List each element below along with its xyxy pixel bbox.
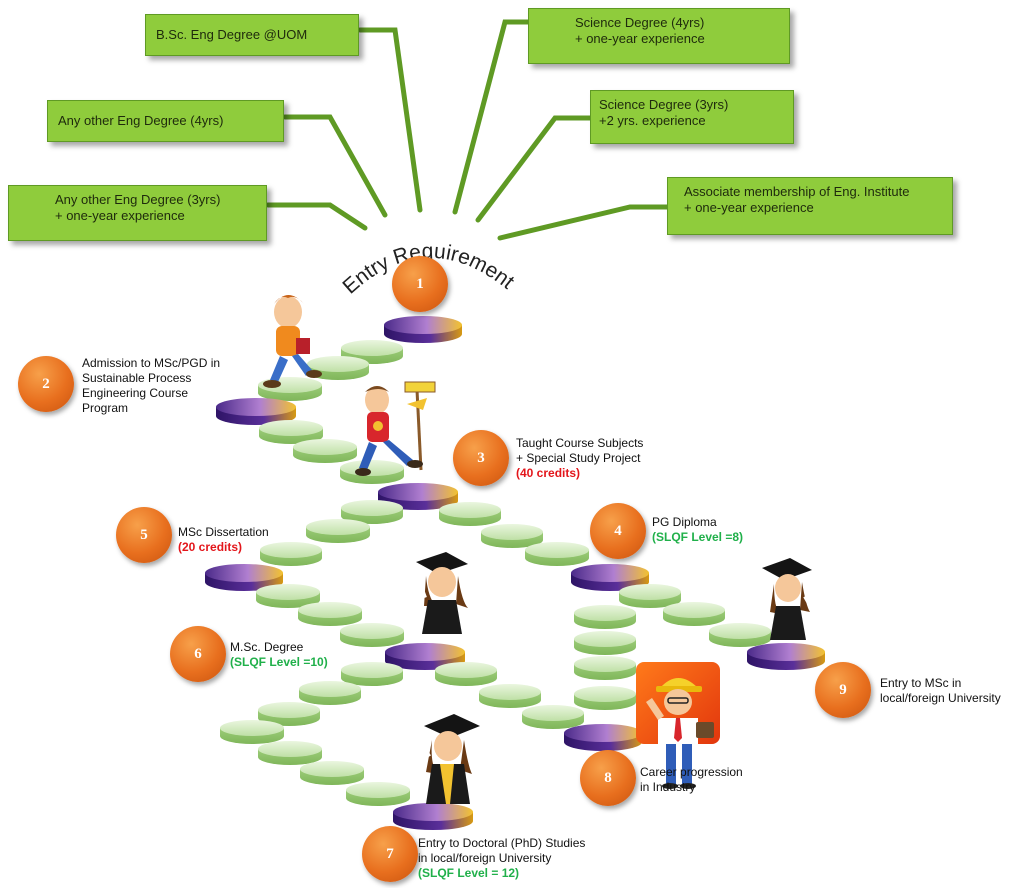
step-2-label: Admission to MSc/PGD in Sustainable Proc… [82, 356, 220, 416]
stair-step [481, 524, 543, 548]
milestone-platform [216, 398, 296, 425]
stair-step [259, 420, 323, 444]
requirement-box-associate-membership: Associate membership of Eng. Institute +… [667, 177, 953, 235]
step-4-label: PG Diploma (SLQF Level =8) [652, 515, 743, 545]
step-5-circle: 5 [116, 507, 172, 563]
stair-step [574, 656, 636, 680]
step-9-label: Entry to MSc in local/foreign University [880, 676, 1001, 706]
walking-student-icon [263, 295, 322, 388]
step-2-circle: 2 [18, 356, 74, 412]
stair-step [340, 460, 404, 484]
student-with-sign-icon [355, 381, 436, 476]
staircase [205, 316, 825, 830]
step-8-circle: 8 [580, 750, 636, 806]
graduate-icon [762, 558, 817, 640]
stair-step [479, 684, 541, 708]
stair-step [293, 439, 357, 463]
slqf-level-text: (SLQF Level = 12) [418, 866, 520, 880]
label-line: Entry to MSc in [880, 676, 962, 690]
step-6-circle: 6 [170, 626, 226, 682]
stair-step [300, 761, 364, 785]
label-line: local/foreign University [880, 691, 1001, 705]
engineer-with-helmet-icon [636, 662, 720, 789]
step-9-circle: 9 [815, 662, 871, 718]
stair-step [574, 631, 636, 655]
requirement-box-bsc-uom: B.Sc. Eng Degree @UOM [145, 14, 359, 56]
requirement-box-science-3yrs: Science Degree (3yrs) +2 yrs. experience [590, 90, 794, 144]
step-5-label: MSc Dissertation (20 credits) [178, 525, 269, 555]
stair-step [307, 356, 369, 380]
stair-step [341, 662, 403, 686]
milestone-platform [564, 724, 642, 751]
stair-step [663, 602, 725, 626]
step-1-circle: 1 [392, 256, 448, 312]
stair-step [258, 741, 322, 765]
stair-step [435, 662, 497, 686]
graduate-icon [413, 714, 480, 804]
requirement-text: Any other Eng Degree (3yrs) [55, 192, 221, 207]
stair-step [340, 623, 404, 647]
credits-text: (20 credits) [178, 540, 243, 554]
stair-step [258, 702, 320, 726]
label-line: Sustainable Process [82, 371, 192, 385]
label-line: Admission to MSc/PGD in [82, 356, 221, 370]
label-line: in local/foreign University [418, 851, 552, 865]
stair-step [299, 681, 361, 705]
stair-step [439, 502, 501, 526]
stair-step [574, 605, 636, 629]
stair-step [574, 686, 636, 710]
stair-step [341, 500, 403, 524]
requirement-subtext: + one-year experience [684, 200, 814, 215]
requirement-box-eng-4yrs: Any other Eng Degree (4yrs) [47, 100, 284, 142]
connector-lines [265, 19, 671, 241]
credits-text: (40 credits) [516, 466, 581, 480]
stair-step [256, 584, 320, 608]
slqf-level-text: (SLQF Level =8) [652, 530, 744, 544]
stair-step [346, 782, 410, 806]
step-3-label: Taught Course Subjects + Special Study P… [516, 436, 643, 481]
step-8-label: Career progression in Industry [640, 765, 743, 795]
stair-step [298, 602, 362, 626]
stair-step [260, 542, 322, 566]
label-line: Program [82, 401, 129, 415]
stair-step [522, 705, 584, 729]
step-6-label: M.Sc. Degree (SLQF Level =10) [230, 640, 328, 670]
label-line: + Special Study Project [516, 451, 641, 465]
label-line: in Industry [640, 780, 696, 794]
graduate-icon [409, 552, 468, 634]
label-line: Engineering Course [82, 386, 189, 400]
requirement-subtext: +2 yrs. experience [599, 113, 706, 128]
label-line: Entry to Doctoral (PhD) Studies [418, 836, 586, 850]
requirement-subtext: + one-year experience [55, 208, 185, 223]
stair-step [709, 623, 771, 647]
requirement-box-eng-3yrs: Any other Eng Degree (3yrs) + one-year e… [8, 185, 267, 241]
step-3-circle: 3 [453, 430, 509, 486]
step-7-circle: 7 [362, 826, 418, 882]
requirement-text: Science Degree (3yrs) [599, 97, 729, 112]
slqf-level-text: (SLQF Level =10) [230, 655, 328, 669]
requirement-text: Science Degree (4yrs) [575, 15, 705, 30]
milestone-platform [747, 643, 825, 670]
label-line: M.Sc. Degree [230, 640, 304, 654]
stair-step [619, 584, 681, 608]
label-line: PG Diploma [652, 515, 717, 529]
requirement-box-science-4yrs: Science Degree (4yrs) + one-year experie… [528, 8, 790, 64]
stair-step [220, 720, 284, 744]
label-line: Taught Course Subjects [516, 436, 644, 450]
requirement-subtext: + one-year experience [575, 31, 705, 46]
milestone-platform [205, 564, 283, 591]
stair-step [306, 519, 370, 543]
milestone-platform [393, 803, 473, 830]
requirement-text: Any other Eng Degree (4yrs) [58, 113, 224, 128]
step-4-circle: 4 [590, 503, 646, 559]
label-line: Career progression [640, 765, 743, 779]
stair-step [525, 542, 589, 566]
requirement-text: B.Sc. Eng Degree @UOM [156, 27, 308, 42]
requirement-text: Associate membership of Eng. Institute [684, 184, 910, 199]
milestone-platform [384, 316, 462, 343]
label-line: MSc Dissertation [178, 525, 269, 539]
step-7-label: Entry to Doctoral (PhD) Studies in local… [418, 836, 585, 881]
